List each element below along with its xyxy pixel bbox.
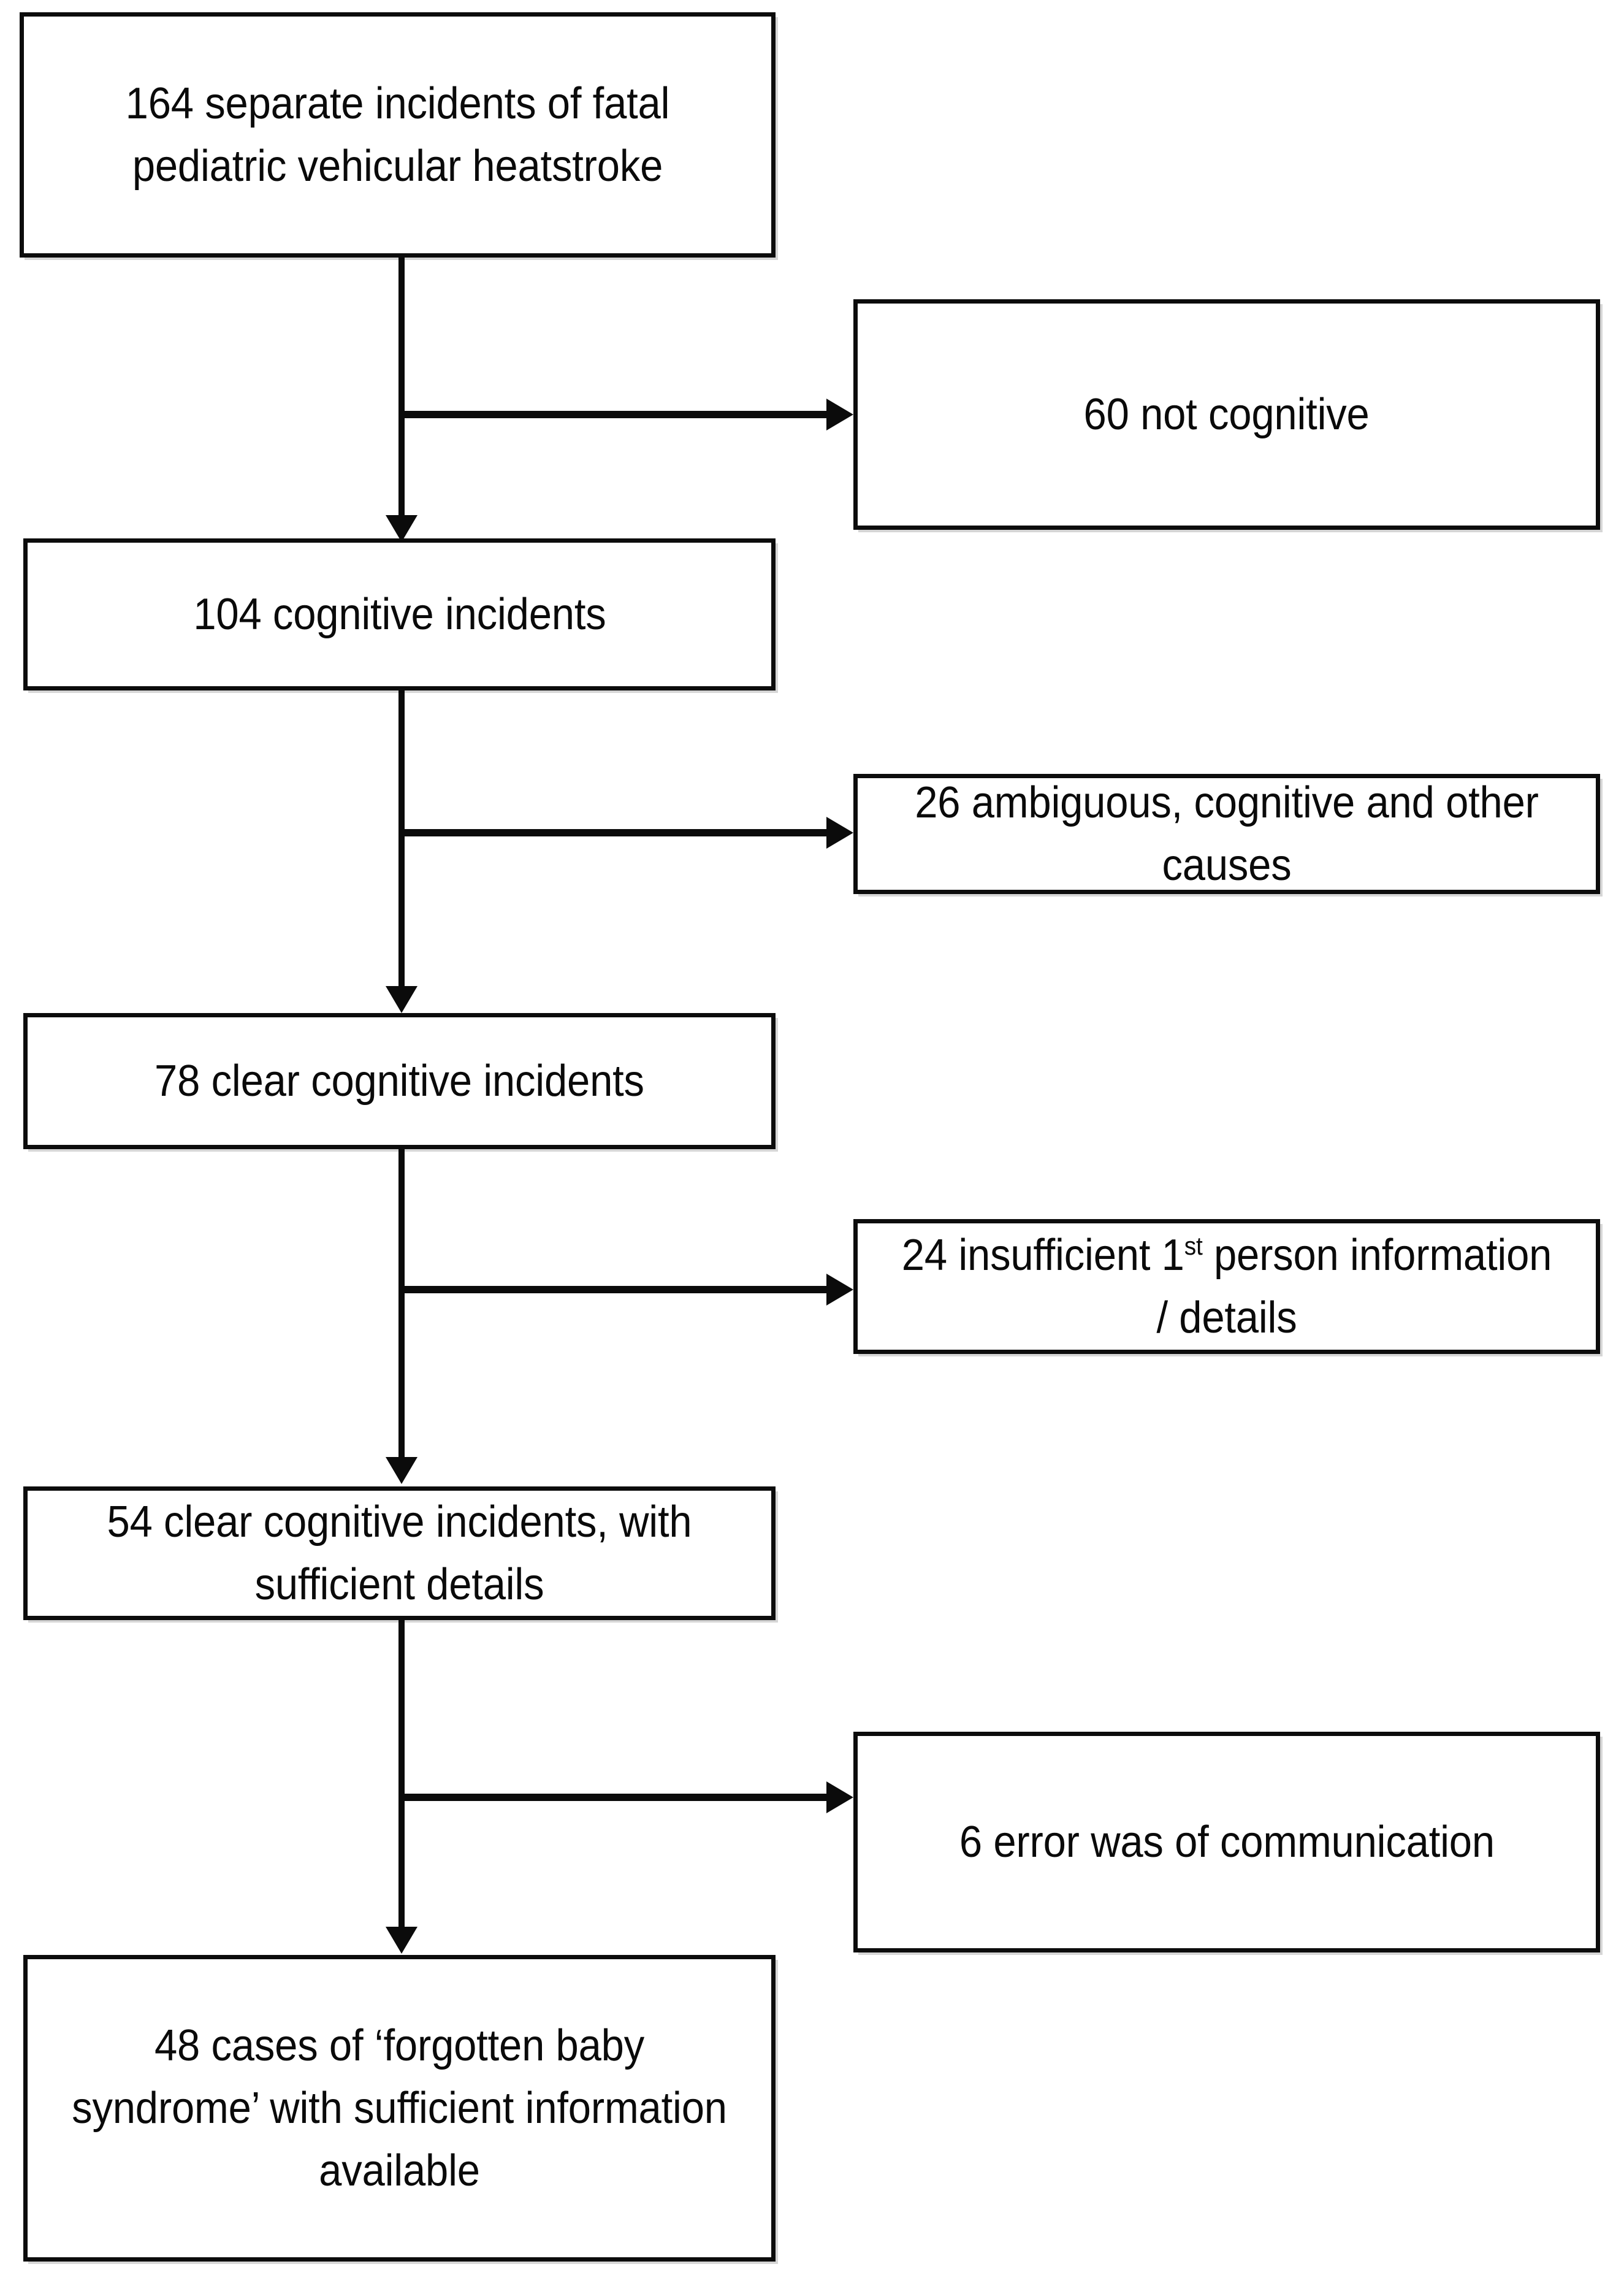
- insufficient-suffix: person information / details: [1156, 1230, 1552, 1342]
- insufficient-prefix: 24 insufficient 1: [901, 1230, 1184, 1280]
- connector-n4-to-e4-arrowhead: [826, 1781, 853, 1813]
- connector-n4-to-n5-stem: [398, 1619, 405, 1932]
- flow-node-60-not-cognitive-label: 60 not cognitive: [1083, 389, 1370, 439]
- flow-node-6-error-communication-label: 6 error was of communication: [959, 1817, 1495, 1867]
- flow-node-48-forgotten-baby-syndrome-label: 48 cases of ‘forgotten baby syndrome’ wi…: [72, 2021, 727, 2196]
- connector-n1-to-n2-stem: [398, 255, 405, 525]
- connector-n4-to-n5-arrowhead: [386, 1927, 417, 1954]
- connector-n3-to-e3-branch: [402, 1286, 831, 1293]
- ordinal-superscript: st: [1184, 1231, 1203, 1260]
- flow-node-26-ambiguous[interactable]: 26 ambiguous, cognitive and other causes: [853, 774, 1600, 894]
- flow-node-6-error-communication[interactable]: 6 error was of communication: [853, 1732, 1600, 1952]
- flow-node-54-sufficient-details[interactable]: 54 clear cognitive incidents, with suffi…: [23, 1486, 776, 1620]
- flow-node-60-not-cognitive[interactable]: 60 not cognitive: [853, 299, 1600, 530]
- flow-node-104-cognitive-label: 104 cognitive incidents: [193, 589, 606, 639]
- connector-n3-to-n4-arrowhead: [386, 1457, 417, 1484]
- connector-n2-to-n3-arrowhead: [386, 986, 417, 1013]
- flow-node-48-forgotten-baby-syndrome[interactable]: 48 cases of ‘forgotten baby syndrome’ wi…: [23, 1955, 776, 2262]
- flow-node-24-insufficient-first-person-label: 24 insufficient 1st person information /…: [883, 1224, 1570, 1349]
- flow-node-24-insufficient-first-person[interactable]: 24 insufficient 1st person information /…: [853, 1219, 1600, 1354]
- connector-n1-to-e1-branch: [402, 411, 831, 418]
- flow-node-164-incidents-label: 164 separate incidents of fatal pediatri…: [125, 78, 670, 191]
- connector-n2-to-e2-arrowhead: [826, 817, 853, 849]
- flow-node-104-cognitive[interactable]: 104 cognitive incidents: [23, 538, 776, 690]
- connector-n1-to-e1-arrowhead: [826, 399, 853, 430]
- connector-n3-to-e3-arrowhead: [826, 1274, 853, 1306]
- flow-node-164-incidents[interactable]: 164 separate incidents of fatal pediatri…: [20, 12, 776, 258]
- connector-n4-to-e4-branch: [402, 1794, 831, 1801]
- connector-n3-to-n4-stem: [398, 1149, 405, 1463]
- flow-node-26-ambiguous-label: 26 ambiguous, cognitive and other causes: [915, 778, 1539, 890]
- flow-node-78-clear-cognitive-label: 78 clear cognitive incidents: [154, 1056, 644, 1106]
- connector-n2-to-e2-branch: [402, 829, 831, 836]
- connector-n1-to-n2-arrowhead: [386, 515, 417, 542]
- connector-n2-to-n3-stem: [398, 690, 405, 992]
- flow-node-78-clear-cognitive[interactable]: 78 clear cognitive incidents: [23, 1013, 776, 1149]
- flow-node-54-sufficient-details-label: 54 clear cognitive incidents, with suffi…: [107, 1497, 692, 1609]
